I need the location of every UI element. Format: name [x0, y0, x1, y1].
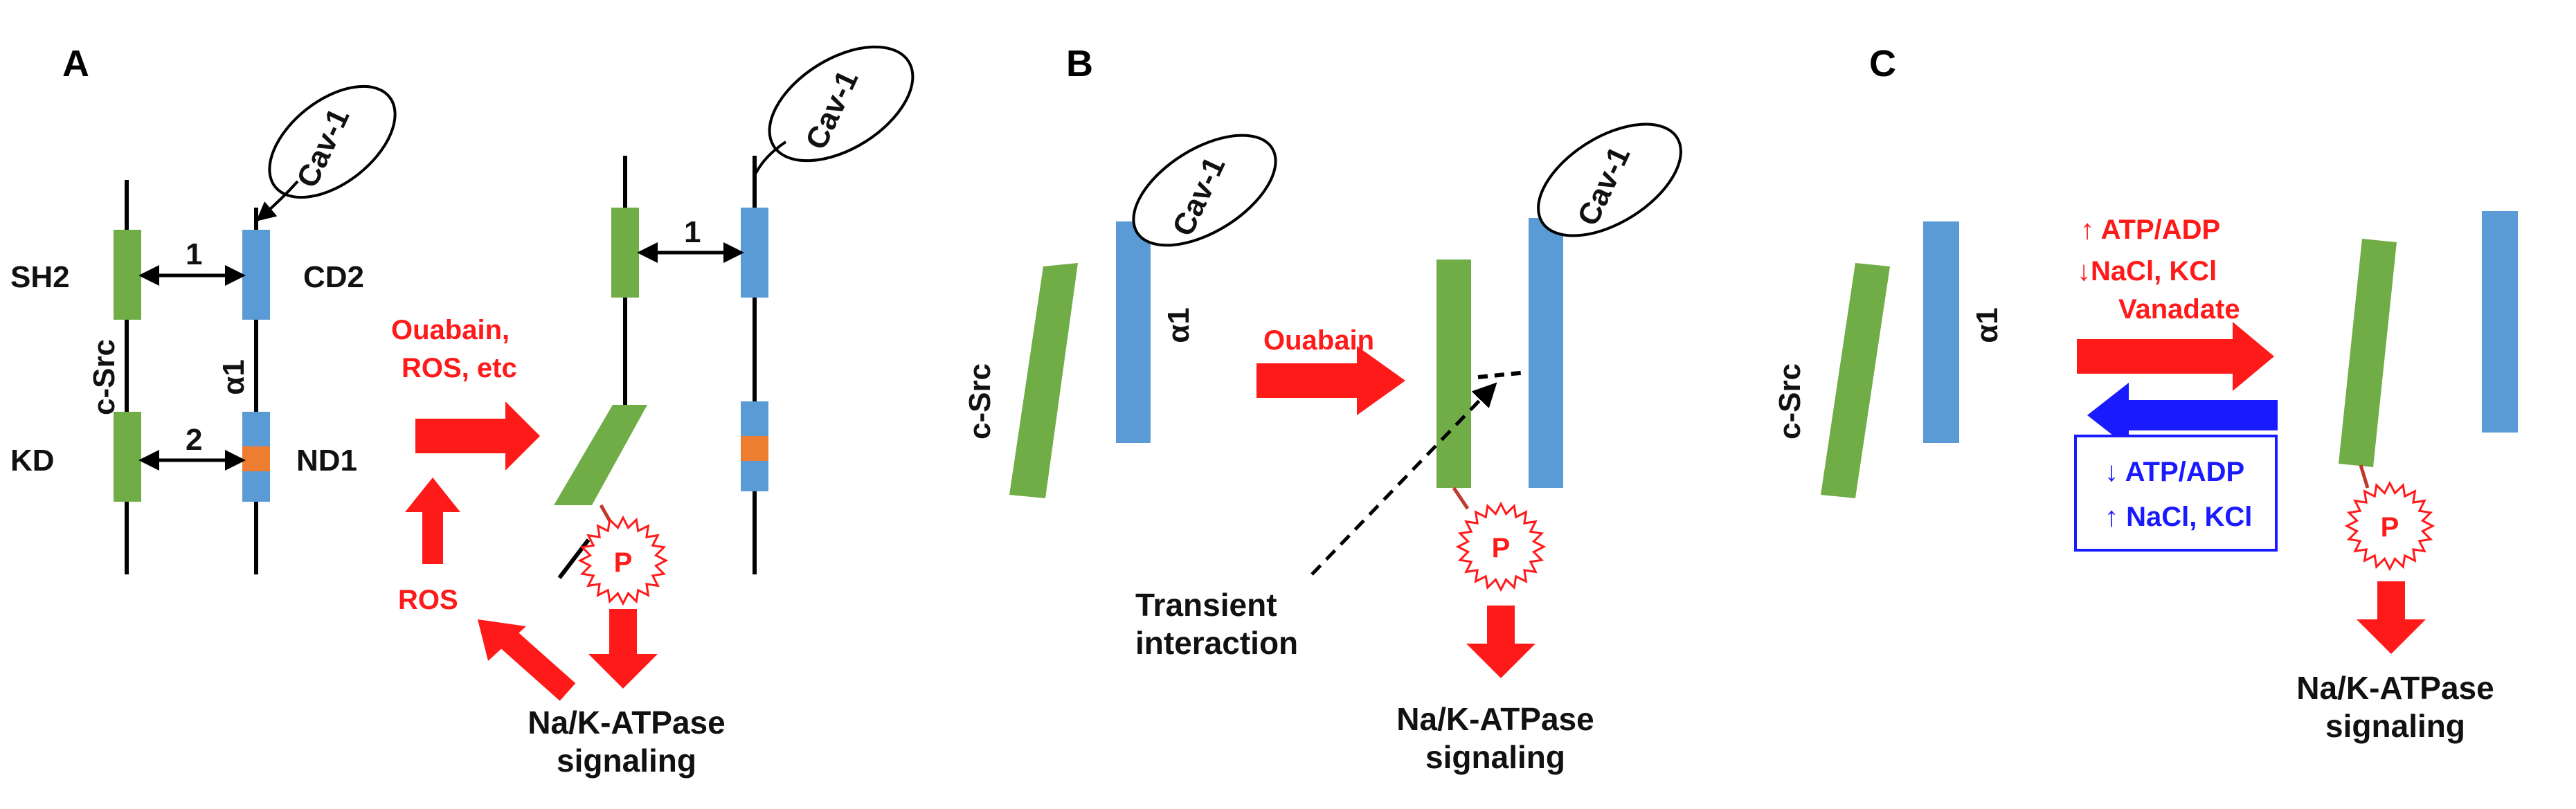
- alpha1-label-a: α1: [217, 359, 251, 395]
- phospho-p-c: P: [2381, 512, 2399, 543]
- reverse-label-1: ↓ ATP/ADP: [2105, 457, 2244, 487]
- nd1-orange-site-a2: [741, 436, 768, 461]
- alpha1-block-b: [1116, 221, 1151, 443]
- output-label-a2: signaling: [557, 743, 696, 779]
- csrc-label-a: c-Src: [87, 339, 121, 415]
- reverse-arrow-c: [2087, 383, 2278, 448]
- csrc-tilted-c2: [2339, 239, 2397, 467]
- ros-label: ROS: [398, 585, 458, 615]
- cav1-ellipse-a2: [768, 45, 915, 163]
- alpha1-block-c2: [2482, 211, 2518, 433]
- phospho-p-b: P: [1492, 533, 1511, 563]
- cav1-link-a2: [755, 140, 787, 174]
- ros-up-arrow: [405, 478, 460, 564]
- transient-label-1: Transient: [1135, 587, 1277, 623]
- transient-label-2: interaction: [1135, 625, 1298, 661]
- phospho-p-a: P: [614, 547, 633, 578]
- phospho-star-a: [577, 515, 669, 606]
- alpha1-label-c: α1: [1970, 307, 2004, 343]
- cd2-label: CD2: [303, 260, 364, 294]
- cav1-pointer-a: [255, 180, 299, 221]
- nd1-label: ND1: [296, 444, 357, 478]
- interaction-1-label: 1: [186, 237, 202, 271]
- ros-feedback-head: [478, 619, 526, 661]
- signal-down-arrow-b: [1466, 606, 1535, 678]
- panel-b-label: B: [1066, 43, 1093, 84]
- phospho-link-c: [2359, 464, 2370, 489]
- transient-dash: [1477, 370, 1527, 379]
- reverse-conditions-box: [2074, 435, 2278, 552]
- phospho-star-b: [1455, 501, 1547, 592]
- cav1-ellipse-a: [268, 84, 397, 199]
- output-label-b2: signaling: [1425, 739, 1565, 775]
- forward-arrow-c: [2077, 322, 2274, 391]
- panel-a-label: A: [62, 43, 89, 84]
- alpha1-label-b: α1: [1162, 307, 1196, 343]
- output-label-b1: Na/K-ATPase: [1396, 701, 1594, 737]
- phospho-link-b: [1452, 487, 1470, 510]
- transient-pointer: [1310, 382, 1497, 576]
- output-label-c1: Na/K-ATPase: [2296, 670, 2494, 706]
- cd2-domain: [242, 230, 270, 320]
- stimulus-label-b: Ouabain: [1263, 325, 1374, 356]
- interaction-1-label-a2: 1: [684, 215, 701, 249]
- csrc-tilted-b: [1009, 263, 1078, 498]
- output-label-a1: Na/K-ATPase: [528, 705, 725, 740]
- interaction-2-label: 2: [186, 423, 202, 457]
- output-label-c2: signaling: [2325, 708, 2465, 744]
- forward-label-3: Vanadate: [2118, 294, 2240, 325]
- stimulus-arrow-a: [415, 401, 540, 471]
- stimulus-label-1: Ouabain,: [391, 315, 510, 345]
- reverse-label-2: ↑ NaCl, KCl: [2105, 502, 2252, 532]
- sh2-domain: [114, 230, 141, 320]
- csrc-label-b: c-Src: [963, 363, 997, 439]
- stimulus-arrow-b: [1257, 346, 1405, 415]
- alpha1-block-c: [1923, 221, 1959, 443]
- stimulus-label-2: ROS, etc: [402, 353, 517, 383]
- signal-down-arrow-c: [2357, 581, 2426, 654]
- kd-domain-open: [554, 405, 647, 505]
- csrc-label-c: c-Src: [1773, 363, 1807, 439]
- signal-down-arrow-a: [588, 609, 658, 689]
- cd2-domain-a2: [741, 208, 768, 298]
- ros-feedback-shaft: [497, 628, 576, 701]
- panel-c-label: C: [1869, 43, 1896, 84]
- csrc-block-b2: [1436, 260, 1471, 488]
- csrc-tilted-c: [1821, 263, 1890, 498]
- forward-label-2: ↓NaCl, KCl: [2077, 256, 2217, 287]
- phospho-star-c: [2344, 480, 2435, 572]
- alpha1-block-b2: [1529, 218, 1563, 488]
- kd-domain: [114, 412, 141, 502]
- nd1-orange-site: [242, 446, 270, 471]
- sh2-domain-a2: [611, 208, 639, 298]
- cav1-ellipse-b: [1132, 134, 1277, 247]
- sh2-label: SH2: [10, 260, 70, 294]
- forward-label-1: ↑ ATP/ADP: [2080, 215, 2220, 245]
- kd-label: KD: [10, 444, 55, 478]
- cav1-ellipse-b2: [1537, 122, 1682, 237]
